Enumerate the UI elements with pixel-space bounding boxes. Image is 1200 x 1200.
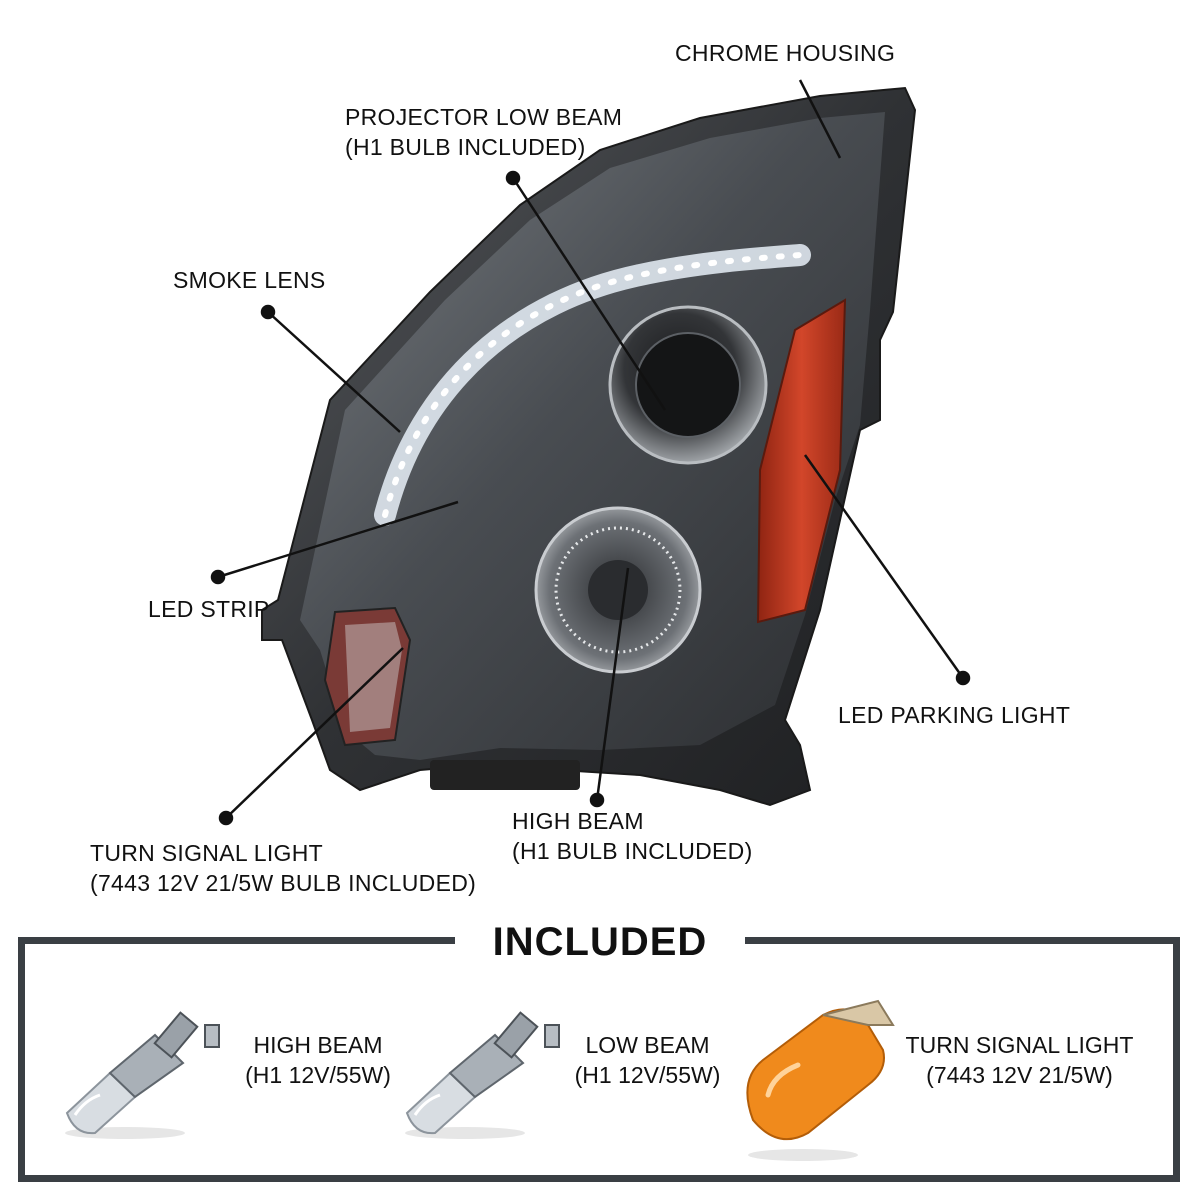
callout-led-parking-light: LED PARKING LIGHT xyxy=(838,700,1070,730)
included-item-turn-signal: TURN SIGNAL LIGHT (7443 12V 21/5W) xyxy=(892,1030,1147,1090)
item-line: TURN SIGNAL LIGHT xyxy=(905,1032,1134,1058)
callout-projector-low-beam: PROJECTOR LOW BEAM (H1 BULB INCLUDED) xyxy=(345,102,622,162)
callout-line: TURN SIGNAL LIGHT xyxy=(90,840,323,866)
item-line: (H1 12V/55W) xyxy=(245,1062,391,1088)
callout-leaders xyxy=(210,79,971,826)
included-title: INCLUDED xyxy=(455,912,745,972)
callout-line: LED STRIP xyxy=(148,596,270,622)
callout-line: LED PARKING LIGHT xyxy=(838,702,1071,728)
callout-led-strip: LED STRIP xyxy=(148,594,270,624)
callout-smoke-lens: SMOKE LENS xyxy=(173,265,326,295)
callout-line: SMOKE LENS xyxy=(173,267,326,293)
callout-line: (H1 BULB INCLUDED) xyxy=(345,134,586,160)
mounting-tab xyxy=(430,760,580,790)
h1-bulb-icon xyxy=(65,1011,220,1139)
headlight-illustration xyxy=(210,79,971,826)
callout-line: (H1 BULB INCLUDED) xyxy=(512,838,753,864)
callout-line: PROJECTOR LOW BEAM xyxy=(345,104,623,130)
included-item-low-beam: LOW BEAM (H1 12V/55W) xyxy=(565,1030,730,1090)
item-line: (7443 12V 21/5W) xyxy=(926,1062,1113,1088)
included-item-high-beam: HIGH BEAM (H1 12V/55W) xyxy=(238,1030,398,1090)
callout-line: (7443 12V 21/5W BULB INCLUDED) xyxy=(90,870,477,896)
item-line: (H1 12V/55W) xyxy=(574,1062,721,1088)
callout-turn-signal-light: TURN SIGNAL LIGHT (7443 12V 21/5W BULB I… xyxy=(90,838,476,898)
smoke-lens xyxy=(300,112,885,760)
led-parking-light xyxy=(756,298,847,624)
h1-bulb-icon xyxy=(405,1011,560,1139)
7443-bulb-icon xyxy=(746,999,895,1161)
item-line: HIGH BEAM xyxy=(253,1032,383,1058)
callout-line: HIGH BEAM xyxy=(512,808,644,834)
item-line: LOW BEAM xyxy=(585,1032,710,1058)
callout-chrome-housing: CHROME HOUSING xyxy=(675,38,895,68)
callout-line: CHROME HOUSING xyxy=(675,40,896,66)
callout-high-beam: HIGH BEAM (H1 BULB INCLUDED) xyxy=(512,806,753,866)
